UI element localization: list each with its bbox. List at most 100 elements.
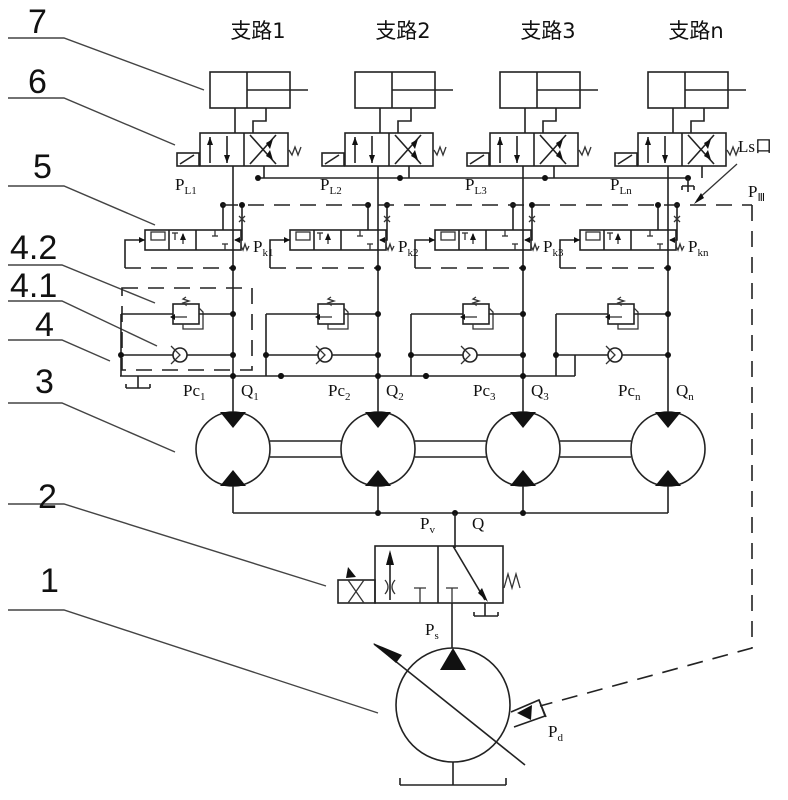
junction-dot [665, 265, 671, 271]
junction-dot [520, 373, 526, 379]
junction-dot [375, 373, 381, 379]
motor-inlet-arrow-icon [510, 412, 536, 428]
junction-dot [375, 510, 381, 516]
junction-dot [118, 352, 124, 358]
pl-label-3: PL3 [465, 175, 487, 197]
motor-outlet-arrow-icon [365, 470, 391, 486]
part-number-5: 5 [33, 148, 52, 186]
arrow-head-icon [704, 150, 711, 160]
arrow-head-icon [180, 233, 186, 240]
part-leader-line [8, 185, 156, 226]
arrow-head-icon [369, 155, 375, 163]
q-main-label: Q [472, 514, 484, 533]
branch-title-3: 支路3 [520, 19, 575, 43]
junction-dot [263, 352, 269, 358]
pilot-line [414, 239, 435, 268]
pl-label-4: PLn [610, 175, 632, 197]
arrow-head-icon [704, 139, 711, 149]
arrow-head-icon [379, 237, 385, 243]
hydraulic-cylinder-icon [647, 71, 747, 109]
junction-dot [520, 265, 526, 271]
spring-icon [726, 145, 740, 157]
q-label-2: Q2 [386, 381, 404, 403]
arrow-head-icon [669, 237, 675, 243]
arrow-head-icon [325, 233, 331, 240]
arrow-head-icon [284, 237, 290, 243]
spring-icon [433, 145, 447, 157]
junction-dot [423, 373, 429, 379]
arrow-head-icon [224, 155, 230, 163]
arrow-head-icon [645, 137, 651, 145]
pk-label-2: Pk2 [398, 237, 418, 259]
hydraulic-cylinder-icon [209, 71, 309, 109]
drain-icon [681, 178, 695, 192]
valve-blocked [446, 587, 458, 603]
relief-valve-icon [462, 303, 490, 325]
junction-dot [230, 352, 236, 358]
relief-valve-icon [172, 303, 200, 325]
junction-dot [230, 265, 236, 271]
part-leader-line [8, 402, 176, 453]
junction-dot [655, 202, 661, 208]
part-leader-line [8, 300, 158, 347]
relief-valve-icon [607, 303, 635, 325]
pc-label-1: Pc1 [183, 381, 206, 403]
relief-pilot [617, 307, 639, 330]
branch-title-1: 支路1 [230, 19, 285, 43]
arrow-head-icon [478, 588, 488, 602]
hydraulic-cylinder-icon [499, 71, 599, 109]
tank-icon [125, 376, 151, 389]
spring-icon [530, 241, 540, 252]
arrow-head-icon [615, 233, 621, 240]
relief-pilot [327, 307, 349, 330]
arrow-head-icon [662, 155, 668, 163]
spring-icon [675, 241, 685, 252]
cylinder-port-line [252, 108, 267, 133]
spring-icon [240, 241, 250, 252]
arrow-head-icon [411, 139, 418, 149]
part-number-4: 4 [35, 306, 54, 344]
hydraulic-cylinder-icon [354, 71, 454, 109]
ls-pointer-line [696, 163, 738, 201]
arrow-head-icon [234, 237, 240, 243]
throttle-icon [384, 579, 396, 595]
part-number-1: 1 [40, 562, 59, 600]
junction-dot [255, 175, 261, 181]
arrow-head-icon [266, 150, 273, 160]
solenoid-slash [617, 154, 633, 165]
ls-port-label: Ls口 [738, 137, 772, 156]
pv-label: Pv [420, 514, 435, 536]
arrow-head-icon [556, 139, 563, 149]
solenoid-slash [324, 154, 340, 165]
motor-inlet-arrow-icon [655, 412, 681, 428]
junction-dot [408, 352, 414, 358]
motor-inlet-arrow-icon [220, 412, 246, 428]
valve-symbol [585, 231, 601, 241]
part-leader-line [8, 37, 205, 91]
control-cap [538, 699, 547, 718]
q-label-1: Q1 [241, 381, 259, 403]
junction-dot [239, 202, 245, 208]
pl-label-2: PL2 [320, 175, 342, 197]
junction-dot [278, 373, 284, 379]
solenoid-slash [179, 154, 195, 165]
ls-pointer-arrow-icon [694, 193, 704, 204]
pump-tank-icon [399, 762, 507, 786]
valve-symbol [295, 231, 311, 241]
pilot-line [269, 239, 290, 268]
junction-dot [553, 352, 559, 358]
solenoid-icon [176, 152, 200, 167]
variable-displacement-arrow [373, 643, 526, 766]
orifice-icon [238, 215, 246, 223]
branch-title-2: 支路2 [375, 19, 430, 43]
displacement-arrow-head-icon [373, 643, 402, 663]
arrow-head-icon [315, 314, 320, 320]
solenoid-icon [614, 152, 638, 167]
valve-symbol [440, 231, 456, 241]
junction-dot [375, 352, 381, 358]
junction-dot [520, 311, 526, 317]
spring-icon [578, 145, 592, 157]
spring-icon [385, 241, 395, 252]
pk-label-3: Pk3 [543, 237, 564, 259]
valve-symbol [150, 231, 166, 241]
